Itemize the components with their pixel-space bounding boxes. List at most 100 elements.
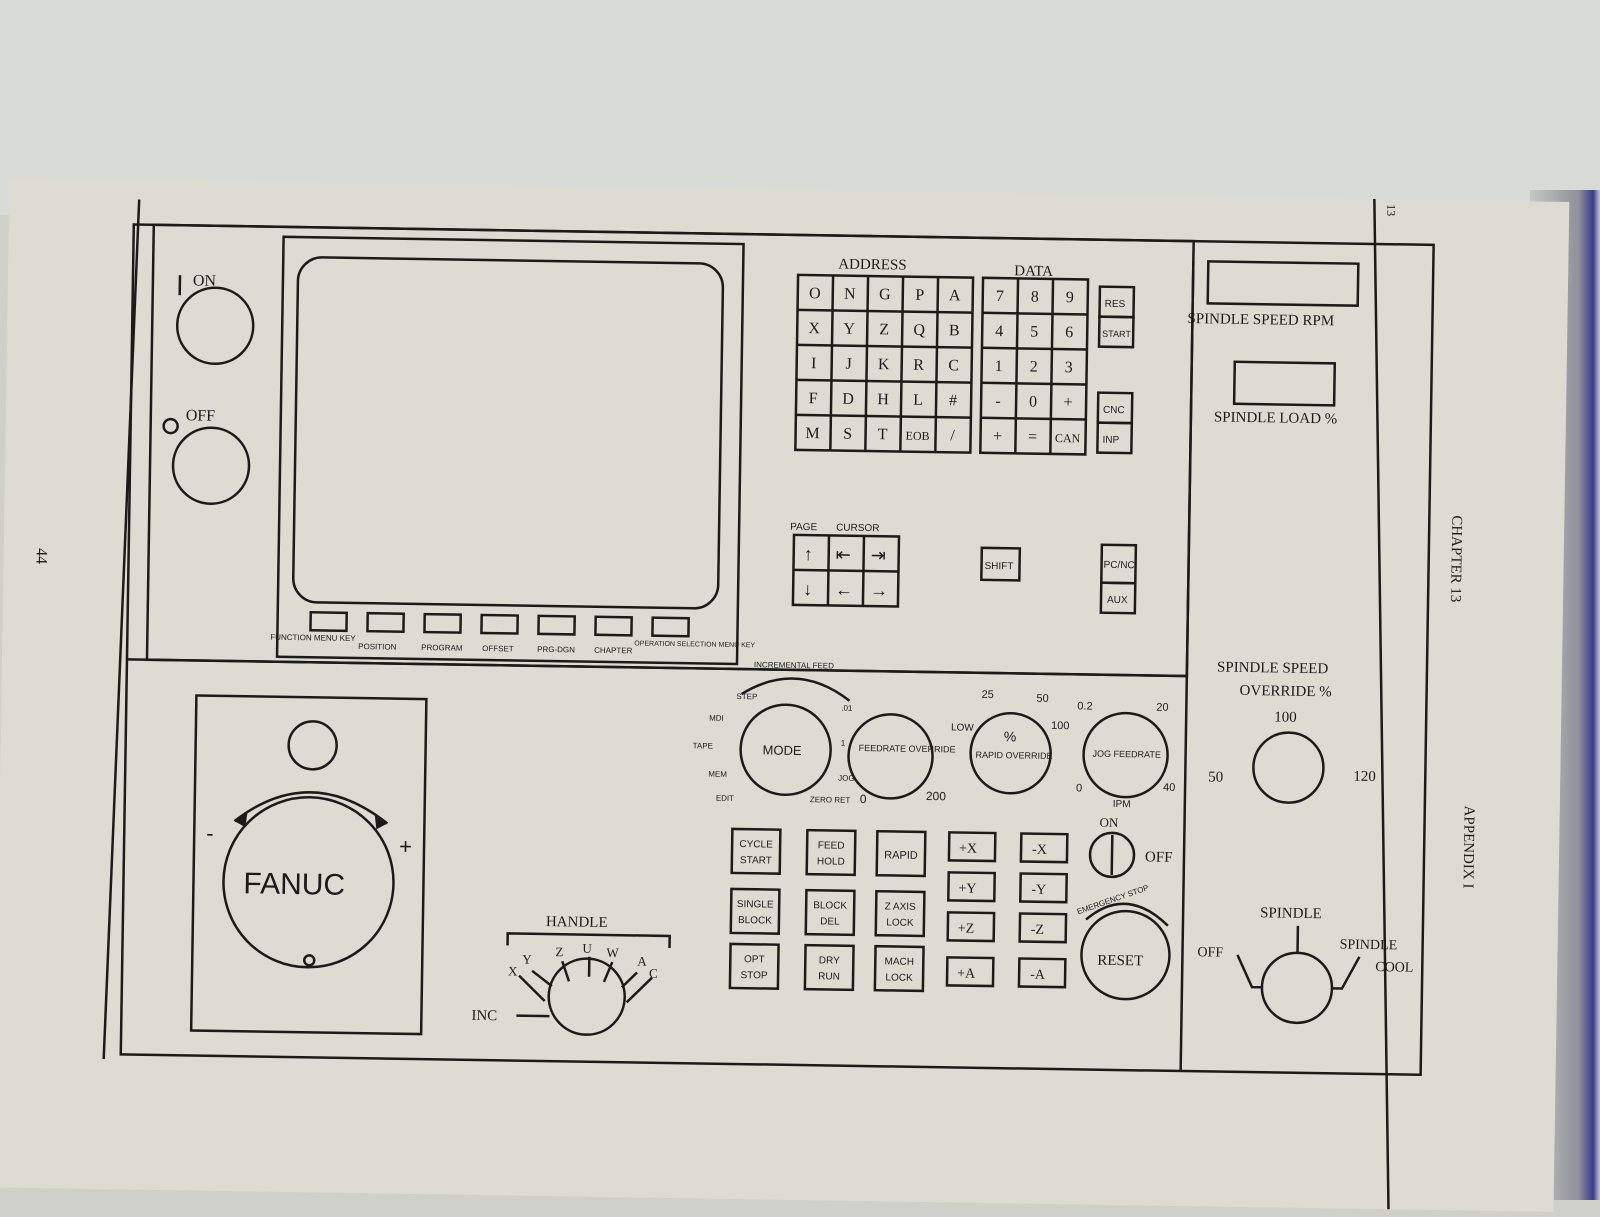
rapid-low: LOW <box>951 722 975 733</box>
address-key-o[interactable]: O <box>809 285 821 302</box>
data-key-11[interactable]: + <box>1063 394 1072 411</box>
power-on-button[interactable] <box>177 287 254 364</box>
machine-lock-button[interactable] <box>875 946 924 991</box>
softkey-prg-dgn[interactable] <box>538 616 574 635</box>
feedrate-override-dial[interactable] <box>848 714 933 799</box>
data-key-13[interactable]: = <box>1028 429 1037 446</box>
data-key-6[interactable]: 1 <box>995 358 1003 375</box>
address-key-q[interactable]: Q <box>913 322 925 339</box>
address-key-c[interactable]: C <box>948 357 959 374</box>
control-label-3-a[interactable]: SINGLE <box>737 899 774 911</box>
axis-minus-x-label: -X <box>1032 843 1047 858</box>
feed-hold-button[interactable] <box>807 830 856 875</box>
z-axis-lock-button[interactable] <box>876 891 925 936</box>
address-key-m[interactable]: M <box>805 425 819 442</box>
data-key-7[interactable]: 2 <box>1030 359 1038 376</box>
power-off-button[interactable] <box>172 427 249 504</box>
softkey-program[interactable] <box>424 614 460 633</box>
data-key-2[interactable]: 9 <box>1066 289 1074 306</box>
address-key-a[interactable]: A <box>949 287 961 304</box>
inc-leader <box>516 1016 549 1017</box>
axis-minus-z-label: -Z <box>1031 923 1044 938</box>
address-key-#[interactable]: # <box>949 392 957 409</box>
handle-axis-a: A <box>637 953 647 968</box>
softkey-chapter[interactable] <box>595 617 631 636</box>
optional-stop-button[interactable] <box>730 944 779 989</box>
data-key-14[interactable]: CAN <box>1055 431 1081 445</box>
dry-run-button[interactable] <box>805 945 854 990</box>
softkey-function[interactable] <box>310 612 346 631</box>
control-label-2[interactable]: RAPID <box>884 849 918 862</box>
control-label-4-a[interactable]: BLOCK <box>813 900 847 912</box>
control-label-1-b[interactable]: HOLD <box>817 856 845 867</box>
address-key-s[interactable]: S <box>843 426 852 443</box>
control-label-7-b[interactable]: RUN <box>818 971 840 982</box>
address-key-y[interactable]: Y <box>843 321 855 338</box>
control-label-7-a[interactable]: DRY <box>819 955 840 966</box>
control-label-8-a[interactable]: MACH <box>884 956 914 967</box>
address-key-n[interactable]: N <box>844 286 856 303</box>
data-key-3[interactable]: 4 <box>995 323 1003 340</box>
block-delete-button[interactable] <box>806 890 855 935</box>
address-key-g[interactable]: G <box>879 286 891 303</box>
data-key-5[interactable]: 6 <box>1065 324 1073 341</box>
data-key-0[interactable]: 7 <box>996 288 1004 305</box>
control-panel-frame <box>121 224 1434 1074</box>
corner-mark: 13 <box>1384 204 1398 216</box>
spindle-selector[interactable] <box>1261 952 1332 1023</box>
control-label-0-b[interactable]: START <box>740 855 772 866</box>
single-block-button[interactable] <box>731 889 780 934</box>
address-key-j[interactable]: J <box>845 356 852 373</box>
address-key-l[interactable]: L <box>913 392 923 409</box>
softkey-label-function: FUNCTION MENU KEY <box>270 633 356 643</box>
softkey-label-chapter: CHAPTER <box>594 646 633 656</box>
softkey-position[interactable] <box>367 613 403 632</box>
emergency-stop-label: EMERGENCY STOP <box>1076 883 1150 916</box>
address-key-d[interactable]: D <box>842 391 854 408</box>
page-up-icon[interactable]: ↑ <box>804 544 813 564</box>
cursor-right-icon[interactable]: → <box>870 580 888 600</box>
page-down-icon[interactable]: ↓ <box>803 579 812 599</box>
softkey-label-program: PROGRAM <box>421 643 463 653</box>
address-key-h[interactable]: H <box>877 391 889 408</box>
spindle-override-title-2: OVERRIDE % <box>1239 683 1331 700</box>
cursor-end-icon[interactable]: ⇥ <box>871 545 886 565</box>
control-label-4-b[interactable]: DEL <box>820 916 840 927</box>
data-key-12[interactable]: + <box>993 428 1002 445</box>
cursor-home-icon[interactable]: ⇤ <box>836 545 851 565</box>
address-key-x[interactable]: X <box>808 320 820 337</box>
data-key-8[interactable]: 3 <box>1065 359 1073 376</box>
cursor-left-icon[interactable]: ← <box>835 580 853 600</box>
book-page: 44 CHAPTER 13 APPENDIX I 13 ON OFF FUNCT… <box>0 178 1569 1212</box>
address-key-z[interactable]: Z <box>879 321 889 338</box>
softkey-offset[interactable] <box>481 615 517 634</box>
address-key-b[interactable]: B <box>949 322 960 339</box>
control-label-3-b[interactable]: BLOCK <box>738 915 772 927</box>
softkey-operation[interactable] <box>652 618 688 637</box>
data-key-9[interactable]: - <box>995 393 1001 410</box>
control-label-5-a[interactable]: Z AXIS <box>885 901 917 912</box>
chapter-label: CHAPTER 13 <box>1447 515 1464 602</box>
spindle-override-knob[interactable] <box>1253 732 1324 803</box>
softkey-label-offset: OFFSET <box>482 644 514 653</box>
address-key-k[interactable]: K <box>878 356 890 373</box>
address-key-p[interactable]: P <box>915 287 924 304</box>
address-key-r[interactable]: R <box>913 357 924 374</box>
control-label-0-a[interactable]: CYCLE <box>739 839 773 851</box>
cycle-start-button[interactable] <box>732 829 781 874</box>
handle-axis-selector[interactable] <box>548 958 625 1035</box>
address-key-f[interactable]: F <box>809 390 818 407</box>
control-label-6-a[interactable]: OPT <box>744 954 765 965</box>
control-label-6-b[interactable]: STOP <box>740 970 768 981</box>
data-key-10[interactable]: 0 <box>1029 394 1037 411</box>
data-key-1[interactable]: 8 <box>1031 289 1039 306</box>
data-key-4[interactable]: 5 <box>1030 324 1038 341</box>
control-label-5-b[interactable]: LOCK <box>886 917 914 928</box>
address-key-i[interactable]: I <box>811 355 817 372</box>
address-key-t[interactable]: T <box>878 426 888 443</box>
address-key-/[interactable]: / <box>950 427 955 444</box>
address-key-eob[interactable]: EOB <box>905 429 929 443</box>
control-label-1-a[interactable]: FEED <box>818 840 845 851</box>
handle-axis-c: C <box>649 966 658 981</box>
control-label-8-b[interactable]: LOCK <box>885 972 913 983</box>
